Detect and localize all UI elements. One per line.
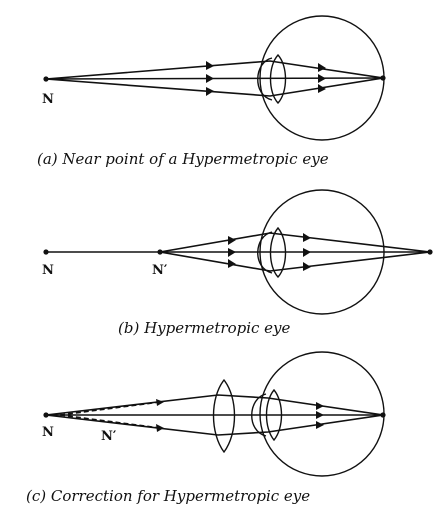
arrow-head [318, 84, 326, 93]
ray-axis [45, 77, 384, 80]
arrow-head [228, 248, 236, 257]
rays-b [46, 232, 431, 272]
panel-c: N N′ (c) Correction for Hypermetropic ey… [26, 351, 386, 505]
arrow-head [318, 74, 326, 83]
ray-lower [45, 77, 384, 97]
ray-upper [45, 60, 384, 80]
caption-b: (b) Hypermetropic eye [118, 319, 291, 337]
point-n [43, 412, 49, 418]
eye-lens [265, 388, 283, 442]
label-n: N [42, 425, 54, 440]
arrow-head [303, 262, 311, 271]
caption-a: (a) Near point of a Hypermetropic eye [37, 150, 329, 168]
point-n [43, 249, 49, 255]
arrow-head [228, 236, 236, 245]
point-n [43, 76, 49, 82]
dashed-ray-lower [59, 414, 161, 429]
ray-lower [159, 251, 431, 272]
arrow-head [156, 424, 164, 432]
rays-c [45, 394, 384, 436]
label-n: N [42, 263, 54, 278]
arrow-head [228, 259, 236, 268]
arrow-head [206, 74, 214, 83]
label-n-prime: N′ [152, 263, 168, 278]
rays-a [45, 60, 384, 97]
convex-corrective-lens [212, 378, 236, 454]
retina-point [380, 412, 386, 418]
arrow-head [156, 399, 164, 406]
arrow-head [303, 233, 311, 242]
label-n-prime: N′ [101, 429, 117, 444]
label-n: N [42, 92, 54, 107]
panel-a: N (a) Near point of a Hypermetropic eye [37, 15, 386, 168]
caption-c: (c) Correction for Hypermetropic eye [26, 487, 310, 505]
panel-b: N N′ (b) Hypermetropic eye [42, 189, 433, 337]
ray-upper [159, 232, 431, 253]
eye-lens [269, 53, 287, 105]
arrow-head [206, 87, 214, 96]
image-point [427, 249, 433, 255]
point-n-prime [157, 249, 163, 255]
arrow-head [316, 421, 324, 429]
arrow-head [316, 402, 324, 410]
arrow-head [318, 63, 326, 72]
arrow-head [316, 411, 324, 419]
retina-point [380, 75, 386, 81]
arrow-head [303, 248, 311, 257]
dashed-ray-upper [59, 401, 161, 416]
arrow-head [206, 61, 214, 70]
eye-lens [269, 226, 287, 279]
